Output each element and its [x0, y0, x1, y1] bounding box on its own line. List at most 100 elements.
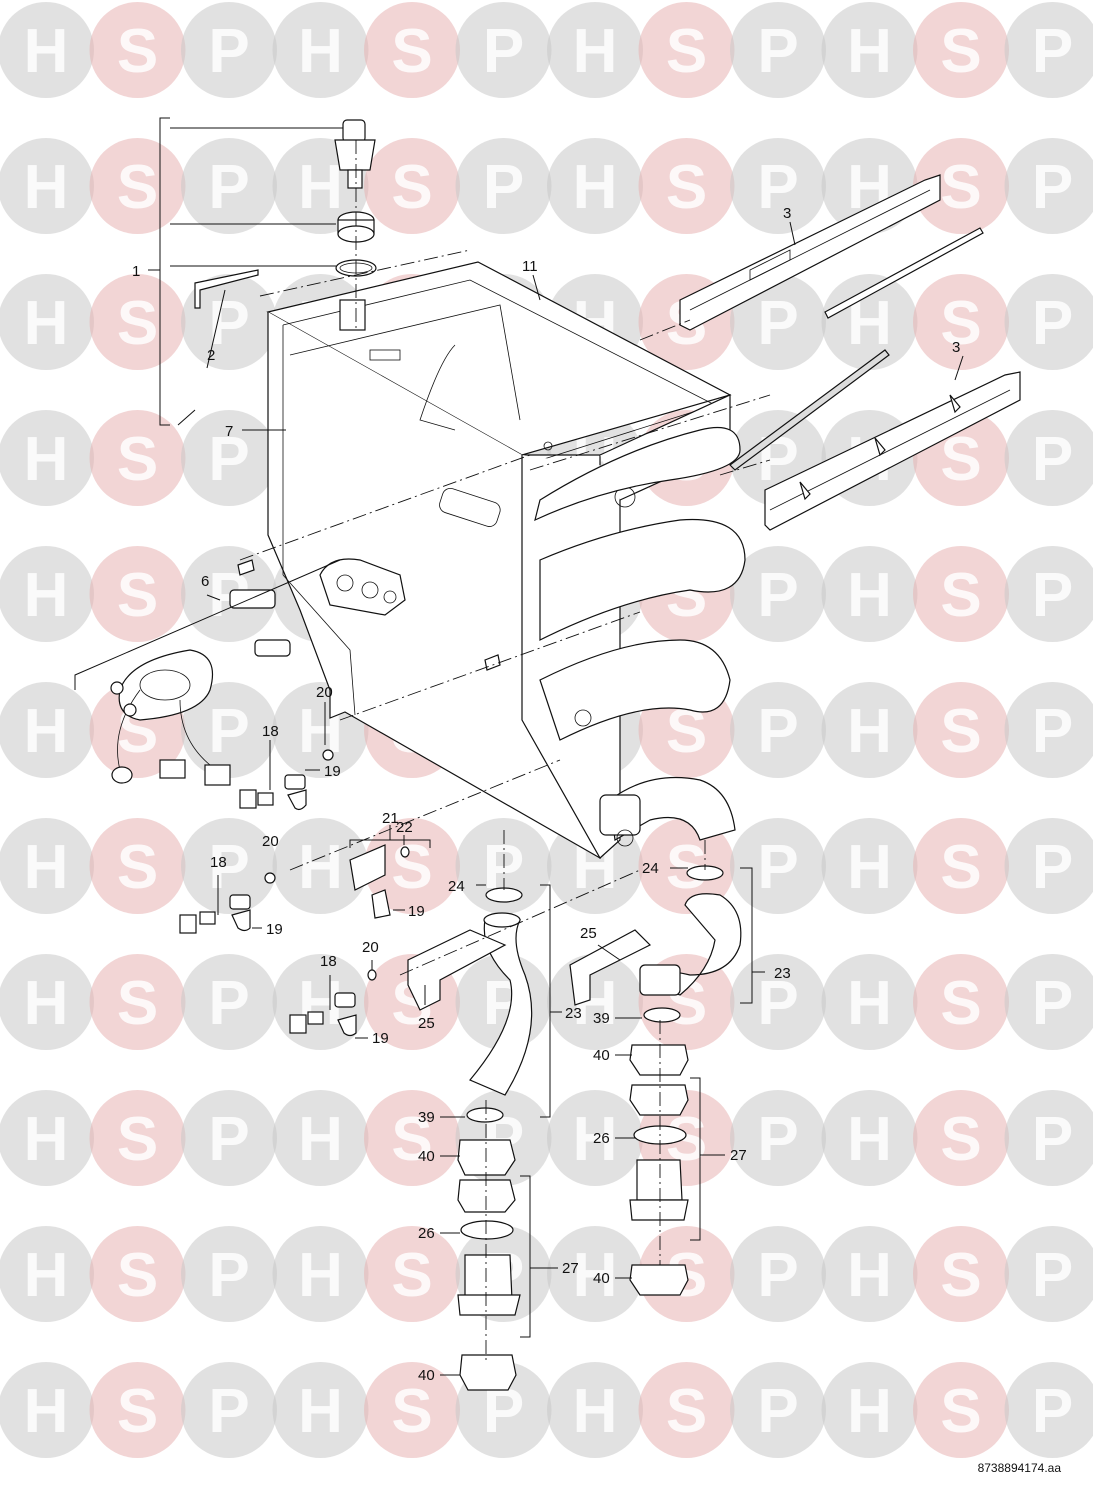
watermark-letter: S: [117, 833, 158, 902]
watermark-circle: [913, 1090, 1009, 1186]
watermark-circle: [0, 1090, 94, 1186]
watermark-circle: [181, 818, 277, 914]
watermark-circle: [913, 818, 1009, 914]
watermark-circle: [547, 954, 643, 1050]
watermark-letter: H: [847, 17, 892, 86]
watermark-letter: P: [1032, 1241, 1073, 1310]
callout-2: 2: [207, 347, 215, 364]
callout-20-upper: 20: [316, 684, 333, 701]
callout-25-left: 25: [418, 1015, 435, 1032]
watermark-circle: [821, 954, 918, 1050]
watermark-letter: P: [757, 561, 798, 630]
callout-26-left: 26: [418, 1225, 435, 1242]
mounting-rails: [679, 174, 1021, 531]
callout-23-right: 23: [774, 965, 791, 982]
watermark-letter: H: [847, 969, 892, 1038]
watermark-circle: [272, 818, 369, 914]
callout-39-left: 39: [418, 1109, 435, 1126]
watermark-circle: [1004, 1362, 1093, 1458]
callout-40-right-a: 40: [593, 1047, 610, 1064]
watermark-letter: P: [1032, 425, 1073, 494]
watermark-letter: S: [391, 1105, 432, 1174]
watermark-circle: [730, 1090, 826, 1186]
watermark-circle: [1004, 1226, 1093, 1322]
watermark-letter: P: [208, 289, 249, 358]
watermark-circle: [730, 1226, 826, 1322]
watermark-letter: S: [940, 833, 981, 902]
callout-20-middle: 20: [262, 833, 279, 850]
watermark-letter: P: [208, 17, 249, 86]
watermark-circle: [730, 954, 826, 1050]
watermark-letter: H: [24, 697, 69, 766]
watermark-circle: [181, 2, 277, 98]
watermark-circle: [364, 1362, 460, 1458]
watermark-circle: [638, 818, 735, 914]
callout-19-upper: 19: [324, 763, 341, 780]
watermark-circle: [364, 1226, 460, 1322]
watermark-letter: S: [940, 1241, 981, 1310]
sensor-group-lower: [289, 969, 377, 1037]
air-vent-assembly: [194, 119, 377, 309]
watermark-letter: S: [117, 289, 158, 358]
flow-pipes: [534, 426, 746, 847]
callout-20-lower: 20: [362, 939, 379, 956]
watermark-circle: [1004, 410, 1093, 506]
watermark-circle: [89, 274, 186, 370]
watermark-letter: S: [940, 561, 981, 630]
watermark-circle: [181, 1226, 277, 1322]
watermark-letter: S: [940, 289, 981, 358]
watermark-circle: [181, 682, 277, 778]
watermark-circle: [821, 818, 918, 914]
watermark-letter: H: [24, 561, 69, 630]
watermark-letter: P: [1032, 153, 1073, 222]
watermark-circle: [1004, 2, 1093, 98]
watermark-letter: S: [117, 1241, 158, 1310]
watermark-letter: H: [298, 17, 343, 86]
watermark-letter: S: [117, 425, 158, 494]
watermark-letter: S: [391, 1241, 432, 1310]
watermark-circle: [364, 1090, 460, 1186]
watermark-circle: [821, 1226, 918, 1322]
callout-40-left-a: 40: [418, 1148, 435, 1165]
alignment-lines: [239, 140, 771, 1360]
callout-3-lower: 3: [952, 339, 960, 356]
watermark-letter: H: [298, 1241, 343, 1310]
watermark-letter: H: [847, 1241, 892, 1310]
watermark-circle: [0, 138, 94, 234]
watermark-circle: [0, 954, 94, 1050]
watermark-circle: [0, 274, 94, 370]
watermark-letter: P: [1032, 1105, 1073, 1174]
watermark-circle: [913, 138, 1009, 234]
watermark-circle: [181, 954, 277, 1050]
watermark-letter: S: [940, 697, 981, 766]
watermark-letter: H: [573, 1241, 618, 1310]
watermark-circle: [89, 410, 186, 506]
watermark-letter: S: [666, 17, 707, 86]
watermark-circle: [455, 138, 552, 234]
watermark-circle: [730, 546, 826, 642]
watermark-circle: [0, 818, 94, 914]
watermark-circle: [0, 1362, 94, 1458]
watermark-circle: [730, 274, 826, 370]
watermark-circle: [455, 818, 552, 914]
callout-18-middle: 18: [210, 854, 227, 871]
watermark-letter: P: [208, 833, 249, 902]
watermark-circle: [730, 2, 826, 98]
watermark-letter: P: [483, 153, 524, 222]
watermark-letter: P: [1032, 697, 1073, 766]
watermark-letter: P: [208, 697, 249, 766]
watermark-letter: P: [208, 425, 249, 494]
callout-40-right-b: 40: [593, 1270, 610, 1287]
watermark-letter: H: [24, 969, 69, 1038]
watermark-circle: [181, 1090, 277, 1186]
watermark-circle: [272, 1362, 369, 1458]
callout-1: 1: [132, 263, 140, 280]
watermark-letter: H: [24, 289, 69, 358]
watermark-letter: P: [757, 1241, 798, 1310]
callout-40-left-b: 40: [418, 1367, 435, 1384]
watermark-circle: [821, 682, 918, 778]
watermark-circle: [89, 138, 186, 234]
watermark-letter: S: [117, 17, 158, 86]
watermark-circle: [913, 954, 1009, 1050]
watermark-letter: P: [208, 1241, 249, 1310]
